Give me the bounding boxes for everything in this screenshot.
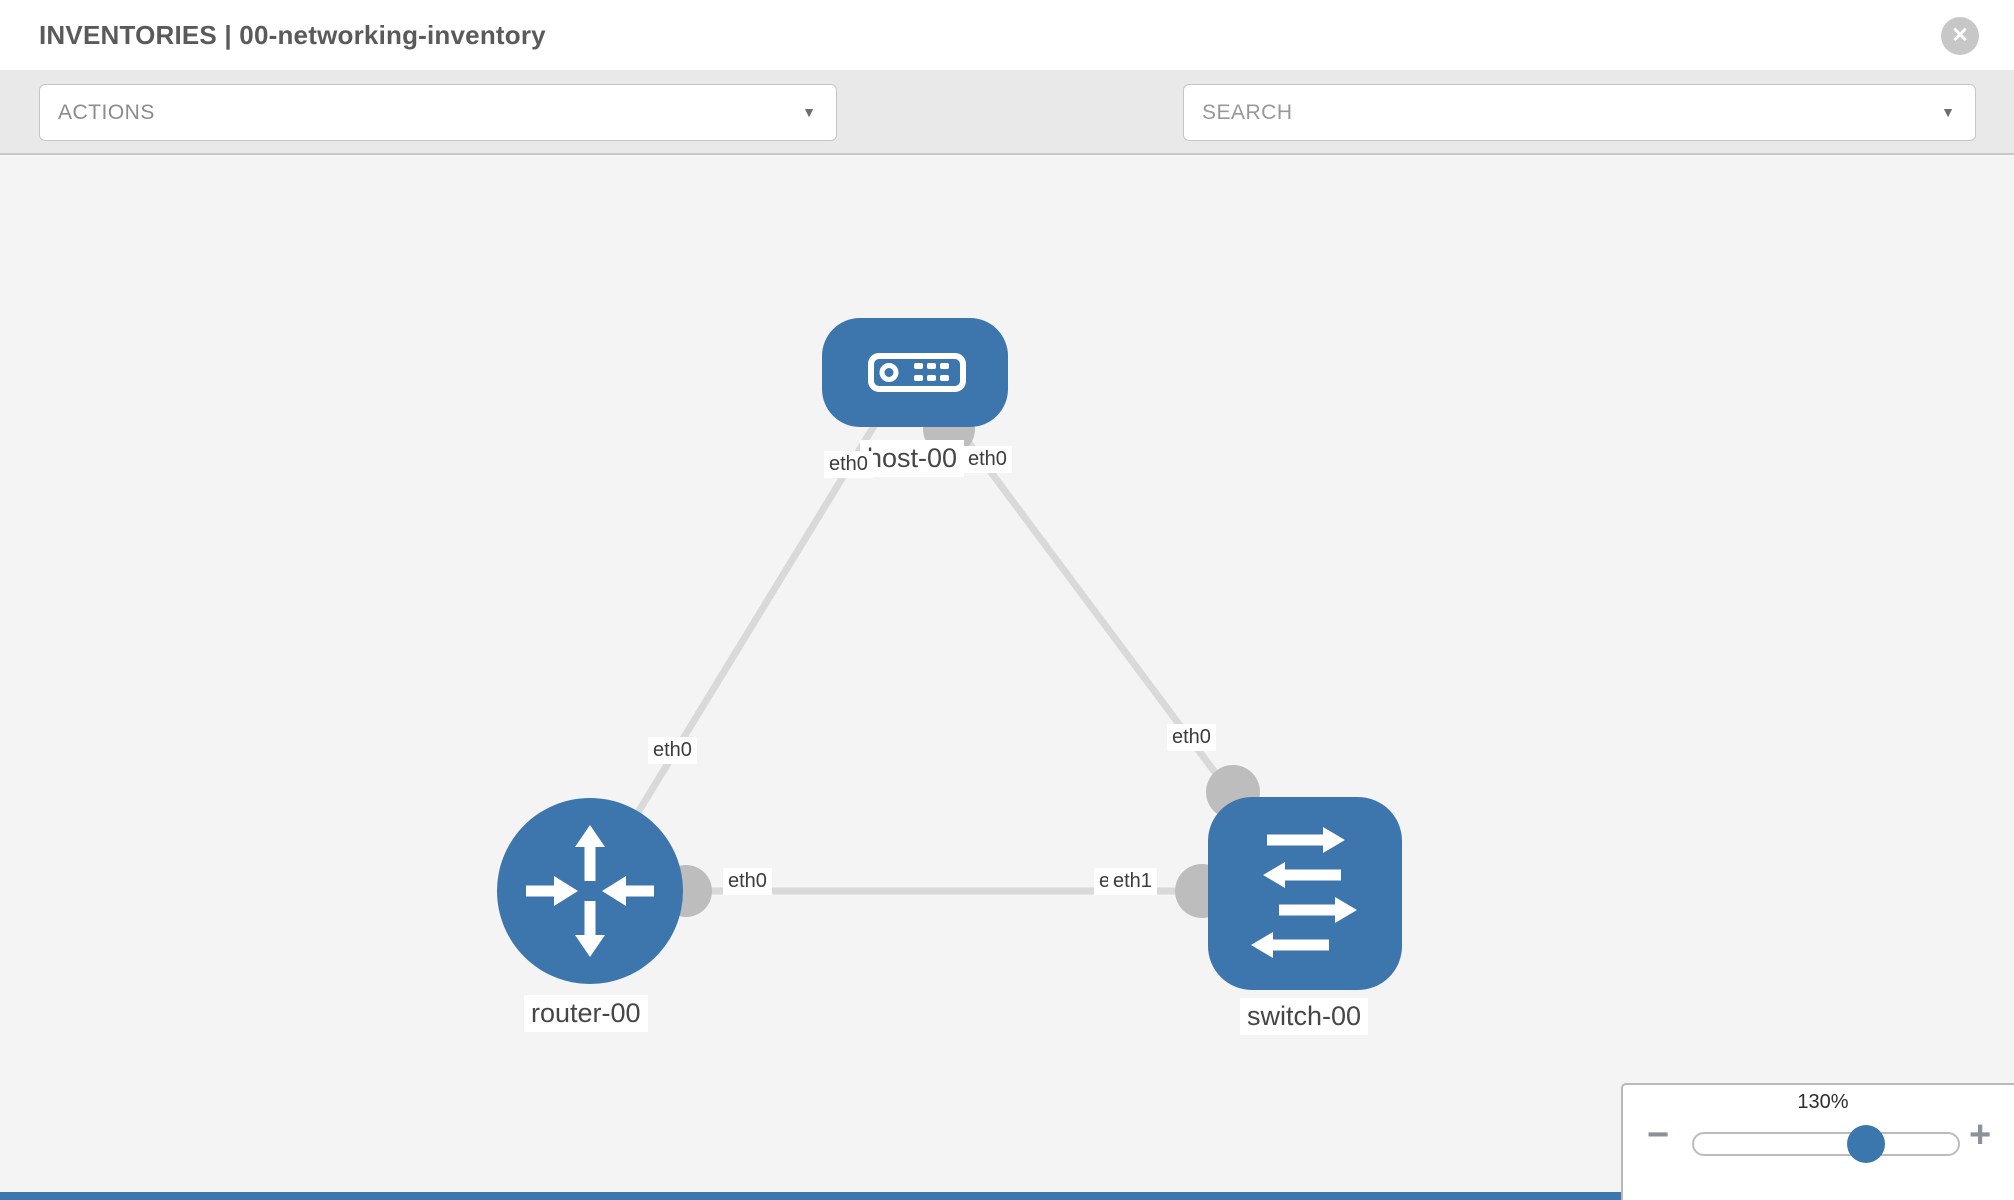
zoom-in-button[interactable]: + xyxy=(1969,1114,1992,1156)
router-arrows-icon xyxy=(526,825,654,957)
page-title: INVENTORIES | 00-networking-inventory xyxy=(39,20,546,50)
legend-bar-edge xyxy=(0,1192,1624,1200)
close-icon[interactable]: ✕ xyxy=(1941,17,1979,55)
topology-canvas[interactable] xyxy=(0,155,2014,1200)
zoom-control-panel: 130% − + xyxy=(1621,1083,2014,1200)
zoom-slider-track[interactable] xyxy=(1692,1132,1960,1156)
zoom-slider-knob[interactable] xyxy=(1847,1125,1885,1163)
header: INVENTORIES | 00-networking-inventory ✕ xyxy=(0,0,2014,70)
interface-label-host-to-router: eth0 xyxy=(824,451,873,478)
search-dropdown-label: SEARCH xyxy=(1202,101,1293,124)
interface-label-switch-eth1: eth1 xyxy=(1108,868,1157,895)
server-icon xyxy=(868,353,966,392)
actions-dropdown[interactable]: ACTIONS ▼ xyxy=(39,84,837,141)
interface-label-host-to-switch: eth0 xyxy=(963,446,1012,473)
search-dropdown[interactable]: SEARCH ▼ xyxy=(1183,84,1976,141)
interface-label-router-to-switch: eth0 xyxy=(723,868,772,895)
node-switch[interactable] xyxy=(1208,797,1402,990)
interface-label-switch-to-host: eth0 xyxy=(1167,724,1216,751)
node-label-switch[interactable]: switch-00 xyxy=(1240,998,1369,1035)
chevron-down-icon: ▼ xyxy=(802,104,816,120)
node-router[interactable] xyxy=(497,798,683,984)
node-host[interactable] xyxy=(822,318,1008,427)
link-router-host[interactable] xyxy=(587,406,888,893)
actions-dropdown-label: ACTIONS xyxy=(58,101,155,124)
zoom-level-value: 130% xyxy=(1797,1091,1849,1113)
chevron-down-icon: ▼ xyxy=(1941,104,1955,120)
zoom-out-button[interactable]: − xyxy=(1647,1114,1670,1156)
node-label-host[interactable]: host-00 xyxy=(860,440,965,477)
toolbar: ACTIONS ▼ SEARCH ▼ xyxy=(0,70,2014,155)
interface-label-router-to-host: eth0 xyxy=(648,737,697,764)
node-label-router[interactable]: router-00 xyxy=(524,995,648,1032)
switch-arrows-icon xyxy=(1251,827,1357,958)
topology-graph xyxy=(497,318,1402,990)
